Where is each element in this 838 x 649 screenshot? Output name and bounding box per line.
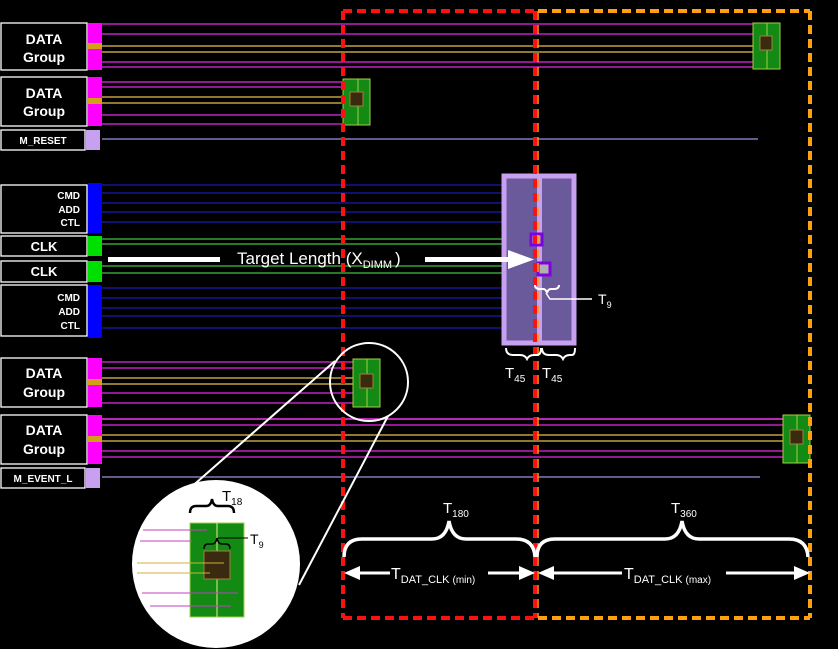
t45-braces <box>505 347 576 362</box>
tdat-clk-max-arrow: TDAT_CLK(max) <box>538 566 810 586</box>
magnifier-callout <box>132 342 409 648</box>
signal-group-cmd-2[interactable]: CMD ADD CTL <box>0 284 102 338</box>
cmd-group-2-traces <box>102 287 556 329</box>
cmd-1-label: CMD <box>57 191 80 202</box>
dram-chip-1[interactable] <box>752 22 781 70</box>
data-group-2-traces <box>102 81 365 125</box>
zoom-t9-label: T9 <box>250 531 264 550</box>
t180-brace <box>342 520 537 558</box>
data-group-2-line2: Group <box>23 103 65 119</box>
t360-label: T360 <box>671 500 697 520</box>
dram-chip-2[interactable] <box>342 78 371 126</box>
dram-chip-4[interactable] <box>782 414 811 464</box>
ctl-1-label: CTL <box>61 218 80 229</box>
ctl-2-label: CTL <box>61 321 80 332</box>
target-length-label: Target Length (XDIMM) <box>237 249 401 271</box>
add-1-label: ADD <box>58 205 80 216</box>
data-group-3-line1: DATA <box>26 365 63 381</box>
t360-region-boundary <box>537 9 812 620</box>
data-group-4-line2: Group <box>23 441 65 457</box>
add-2-label: ADD <box>58 307 80 318</box>
cmd-group-1-traces <box>102 184 565 223</box>
tdat-clk-min-label: TDAT_CLK(min) <box>391 566 475 586</box>
m-event-label: M_EVENT_L <box>14 474 73 485</box>
signal-group-data-4[interactable]: DATA Group <box>0 414 102 465</box>
t180-label: T180 <box>443 500 469 520</box>
signal-group-clk-1[interactable]: CLK <box>0 235 102 257</box>
data-group-1-traces <box>102 23 760 68</box>
clk-2-label: CLK <box>31 264 58 279</box>
zoom-t18-label: T18 <box>222 488 243 508</box>
signal-group-m-event[interactable]: M_EVENT_L <box>0 467 100 489</box>
tdat-clk-max-label: TDAT_CLK(max) <box>624 566 711 586</box>
clk-1-label: CLK <box>31 239 58 254</box>
signal-group-data-1[interactable]: DATA Group <box>0 22 102 71</box>
dram-chip-3[interactable] <box>352 358 381 408</box>
t9-label: T9 <box>598 291 612 310</box>
t9-callout <box>534 284 592 300</box>
clk-traces <box>102 238 543 274</box>
data-group-1-line1: DATA <box>26 31 63 47</box>
data-group-4-traces <box>102 418 808 458</box>
data-group-4-line1: DATA <box>26 422 63 438</box>
t45-left-label: T45 <box>505 365 526 385</box>
signal-group-clk-2[interactable]: CLK <box>0 260 102 283</box>
signal-group-cmd-1[interactable]: CMD ADD CTL <box>0 183 102 234</box>
t180-region-boundary <box>341 9 537 620</box>
signal-group-m-reset[interactable]: M_RESET <box>0 129 100 151</box>
data-group-2-line1: DATA <box>26 85 63 101</box>
tdat-clk-min-arrow: TDAT_CLK(min) <box>344 566 535 586</box>
signal-group-data-3[interactable]: DATA Group <box>0 357 102 408</box>
data-group-1-line2: Group <box>23 49 65 65</box>
cmd-2-label: CMD <box>57 293 80 304</box>
target-length-arrow: Target Length (XDIMM) <box>108 249 534 271</box>
t360-brace <box>535 520 810 558</box>
signal-group-data-2[interactable]: DATA Group <box>0 76 102 127</box>
data-group-3-line2: Group <box>23 384 65 400</box>
data-group-3-traces <box>102 361 378 404</box>
m-reset-label: M_RESET <box>19 136 66 147</box>
t45-right-label: T45 <box>542 365 563 385</box>
